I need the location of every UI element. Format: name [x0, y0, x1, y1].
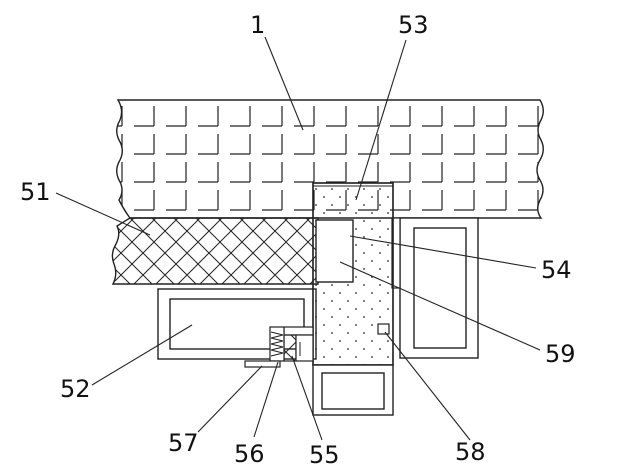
- leader-56: [253, 361, 279, 438]
- label-52: 52: [60, 375, 91, 403]
- column-base-block: [312, 364, 394, 416]
- part-54-window: [315, 219, 354, 283]
- leader-lines: [55, 36, 541, 441]
- right-frame: [391, 217, 479, 359]
- label-58: 58: [455, 438, 486, 466]
- part-55-latch-block: [283, 326, 314, 362]
- label-54: 54: [541, 256, 572, 284]
- part-51-hatched-layer: [111, 217, 319, 285]
- label-57: 57: [168, 429, 199, 457]
- leader-54: [349, 235, 537, 269]
- leader-52: [91, 324, 193, 386]
- part-56-spring: [269, 326, 285, 362]
- leader-55: [291, 355, 323, 441]
- label-56: 56: [234, 440, 265, 468]
- label-51: 51: [20, 178, 51, 206]
- label-1: 1: [250, 11, 265, 39]
- leader-51: [55, 192, 151, 236]
- reference-labels: 1 53 51 54 59 52 57 56 55 58: [20, 11, 576, 469]
- leader-57: [197, 365, 263, 433]
- leader-59: [339, 261, 541, 351]
- label-53: 53: [398, 11, 429, 39]
- part-57-handle: [244, 360, 281, 368]
- label-59: 59: [545, 340, 576, 368]
- part-58-slot: [377, 323, 390, 335]
- part-1-plate: [116, 99, 544, 219]
- leader-58: [384, 331, 471, 441]
- leader-53: [355, 39, 407, 201]
- label-55: 55: [309, 441, 340, 469]
- leader-1: [264, 36, 304, 131]
